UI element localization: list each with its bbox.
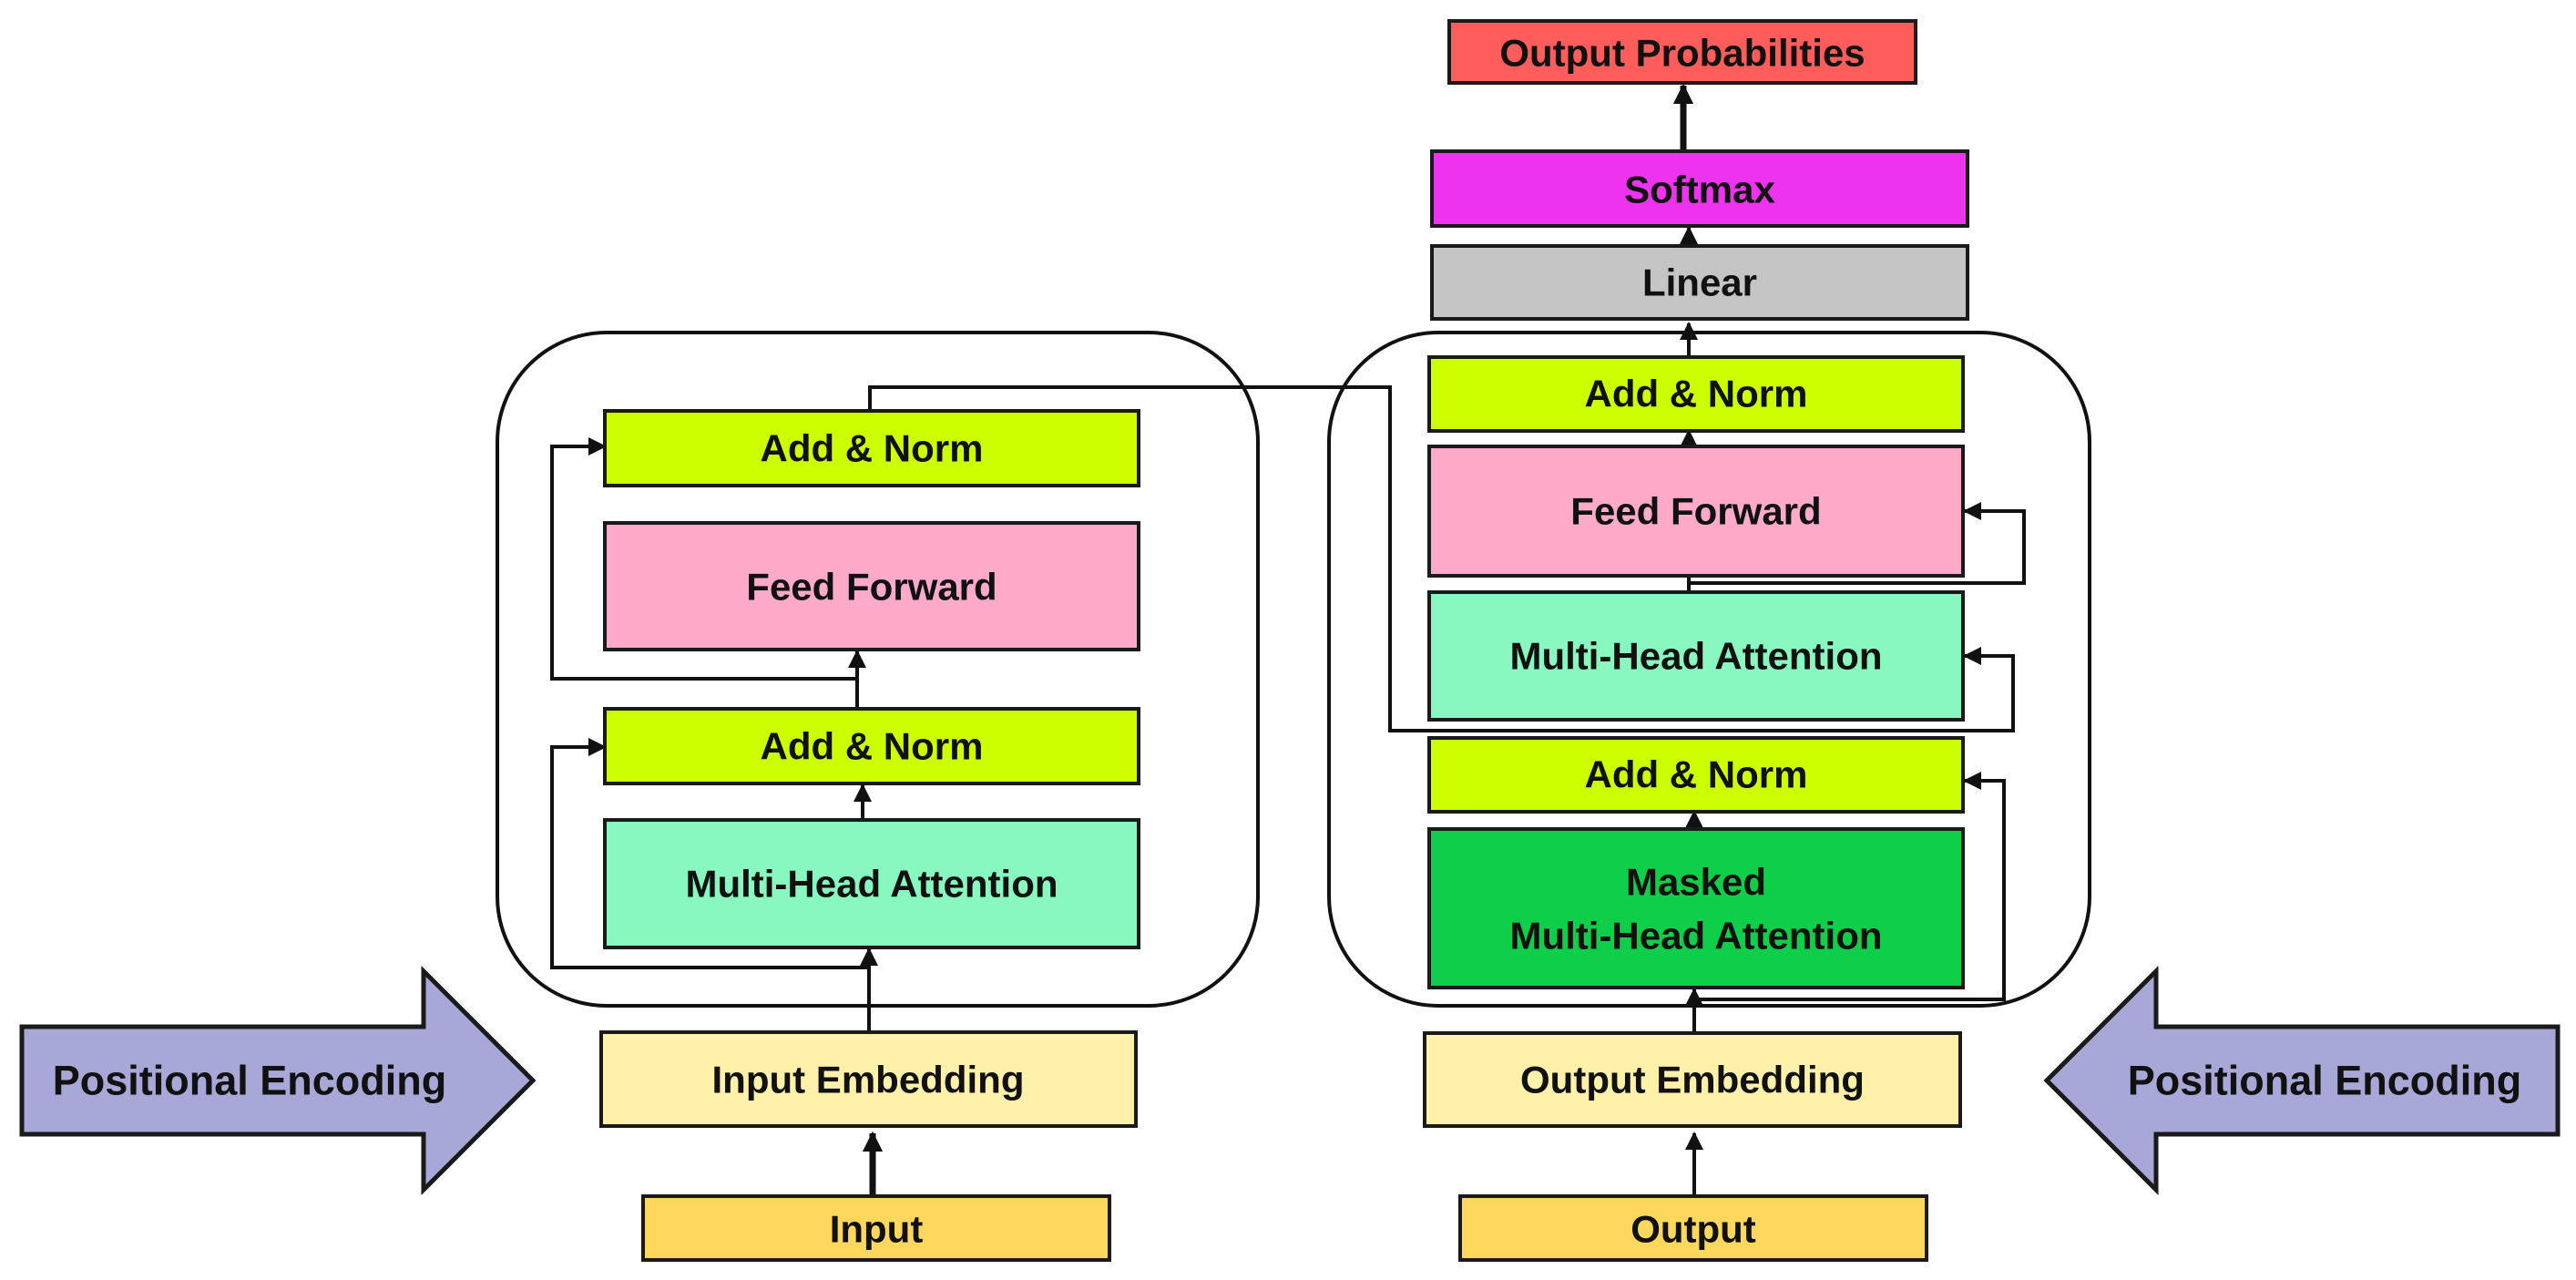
encoder-add-norm-top-label: Add & Norm [761,427,984,470]
masked-attention-label-line2: Multi-Head Attention [1509,915,1882,957]
encoder-add-norm-bottom-label: Add & Norm [761,725,984,768]
encoder-positional-encoding-label: Positional Encoding [53,1058,447,1104]
decoder-add-norm-bottom: Add & Norm [1427,736,1965,814]
encoder-multi-head-attention-label: Multi-Head Attention [685,863,1058,906]
positional-encoding-arrow-right [19,965,537,1196]
output-embedding-label: Output Embedding [1520,1059,1865,1101]
output-box: Output [1458,1194,1928,1262]
decoder-masked-multi-head-attention: Masked Multi-Head Attention [1427,827,1965,989]
input-embedding-label: Input Embedding [712,1059,1025,1101]
input-box: Input [641,1194,1111,1262]
decoder-block-outline [1327,331,2091,1008]
encoder-feed-forward: Feed Forward [603,521,1140,651]
decoder-add-norm-top-label: Add & Norm [1585,373,1808,415]
linear-label: Linear [1642,261,1757,304]
decoder-add-norm-bottom-label: Add & Norm [1585,753,1808,796]
decoder-positional-encoding: Positional Encoding [2043,965,2561,1196]
encoder-positional-encoding: Positional Encoding [19,965,537,1196]
masked-attention-label-line1: Masked [1626,861,1766,904]
encoder-feed-forward-label: Feed Forward [746,566,997,609]
input-label: Input [830,1208,924,1251]
positional-encoding-arrow-left [2043,965,2561,1196]
output-label: Output [1630,1208,1756,1251]
encoder-add-norm-bottom: Add & Norm [603,707,1140,785]
softmax-label: Softmax [1624,169,1775,211]
input-embedding: Input Embedding [599,1030,1138,1128]
decoder-multi-head-attention: Multi-Head Attention [1427,590,1965,722]
decoder-feed-forward-label: Feed Forward [1570,490,1821,533]
output-embedding: Output Embedding [1423,1031,1962,1128]
encoder-add-norm-top: Add & Norm [603,409,1140,487]
encoder-block-outline [496,331,1260,1008]
decoder-multi-head-attention-label: Multi-Head Attention [1509,635,1882,678]
softmax-layer: Softmax [1430,149,1969,228]
decoder-add-norm-top: Add & Norm [1427,355,1965,433]
encoder-multi-head-attention: Multi-Head Attention [603,818,1140,949]
output-probabilities-label: Output Probabilities [1499,32,1865,75]
linear-layer: Linear [1430,244,1969,321]
decoder-positional-encoding-label: Positional Encoding [2128,1058,2522,1104]
decoder-feed-forward: Feed Forward [1427,445,1965,578]
output-probabilities: Output Probabilities [1447,19,1917,85]
